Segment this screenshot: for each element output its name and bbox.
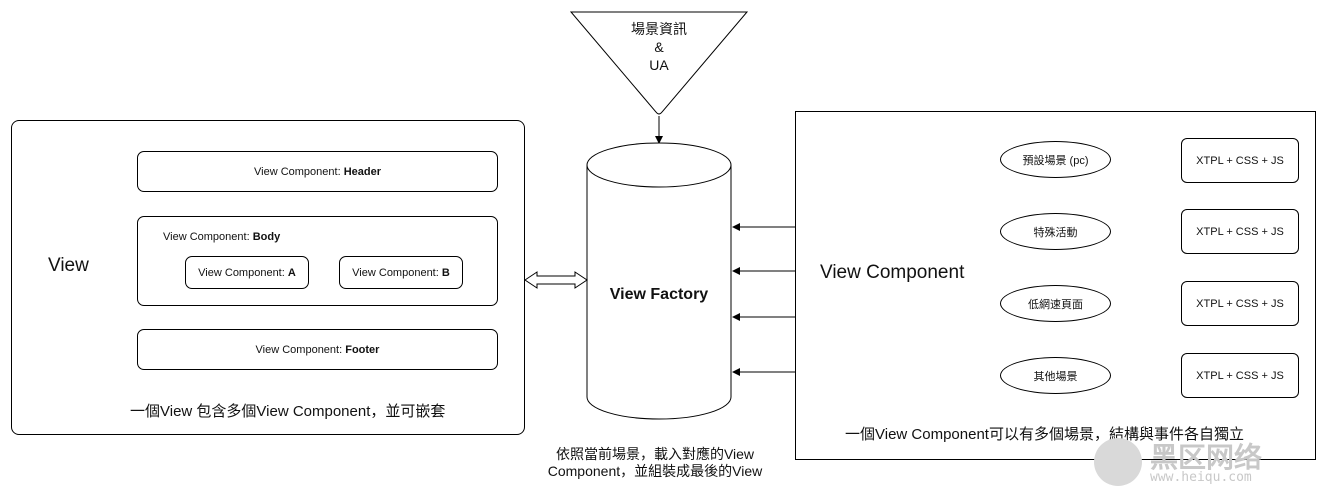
- component-b-box: View Component: B: [339, 256, 463, 289]
- scenario-ellipse-1: 預設場景 (pc): [1000, 141, 1111, 178]
- view-component-caption: 一個View Component可以有多個場景，結構與事件各自獨立: [845, 426, 1244, 443]
- triangle-line-3: UA: [649, 57, 669, 73]
- footer-prefix: View Component:: [255, 343, 346, 356]
- view-factory-title: View Factory: [609, 286, 709, 303]
- input-triangle: [569, 11, 749, 115]
- view-title: View: [48, 255, 89, 276]
- view-factory-caption: 依照當前場景，載入對應的View Component，並組裝成最後的View: [505, 446, 805, 480]
- scenario-ellipse-2: 特殊活動: [1000, 213, 1111, 250]
- view-factory-cylinder: [586, 142, 732, 420]
- watermark-text: 黑区网络: [1150, 442, 1263, 473]
- body-name: Body: [252, 231, 281, 243]
- output-box-3: XTPL + CSS + JS: [1181, 281, 1299, 326]
- output-box-1: XTPL + CSS + JS: [1181, 138, 1299, 183]
- watermark-url: www.heiqu.com: [1150, 470, 1252, 485]
- output-box-4: XTPL + CSS + JS: [1181, 353, 1299, 398]
- scenario-ellipse-4: 其他場景: [1000, 357, 1111, 394]
- view-component-title: View Component: [820, 262, 965, 283]
- header-prefix: View Component:: [254, 165, 344, 178]
- input-triangle-label: 場景資訊 & UA: [609, 20, 709, 74]
- header-name: Header: [343, 165, 381, 178]
- factory-caption-line-1: 依照當前場景，載入對應的View: [555, 446, 755, 462]
- component-b-prefix: View Component:: [352, 266, 442, 279]
- component-a-name: A: [287, 266, 296, 279]
- component-a-box: View Component: A: [185, 256, 309, 289]
- output-box-2: XTPL + CSS + JS: [1181, 209, 1299, 254]
- component-a-prefix: View Component:: [198, 266, 288, 279]
- body-prefix: View Component:: [163, 231, 253, 243]
- triangle-line-2: &: [654, 39, 664, 55]
- component-b-name: B: [441, 266, 450, 279]
- view-factory-double-arrow: [524, 271, 588, 289]
- footer-component-box: View Component: Footer: [137, 329, 498, 370]
- body-label: View Component: Body: [163, 231, 280, 243]
- watermark-logo-icon: [1094, 438, 1142, 486]
- triangle-line-1: 場景資訊: [631, 21, 687, 37]
- view-panel-caption: 一個View 包含多個View Component，並可嵌套: [130, 403, 446, 420]
- factory-caption-line-2: Component，並組裝成最後的View: [547, 463, 763, 479]
- scenario-ellipse-3: 低網速頁面: [1000, 285, 1111, 322]
- header-component-box: View Component: Header: [137, 151, 498, 192]
- footer-name: Footer: [345, 343, 380, 356]
